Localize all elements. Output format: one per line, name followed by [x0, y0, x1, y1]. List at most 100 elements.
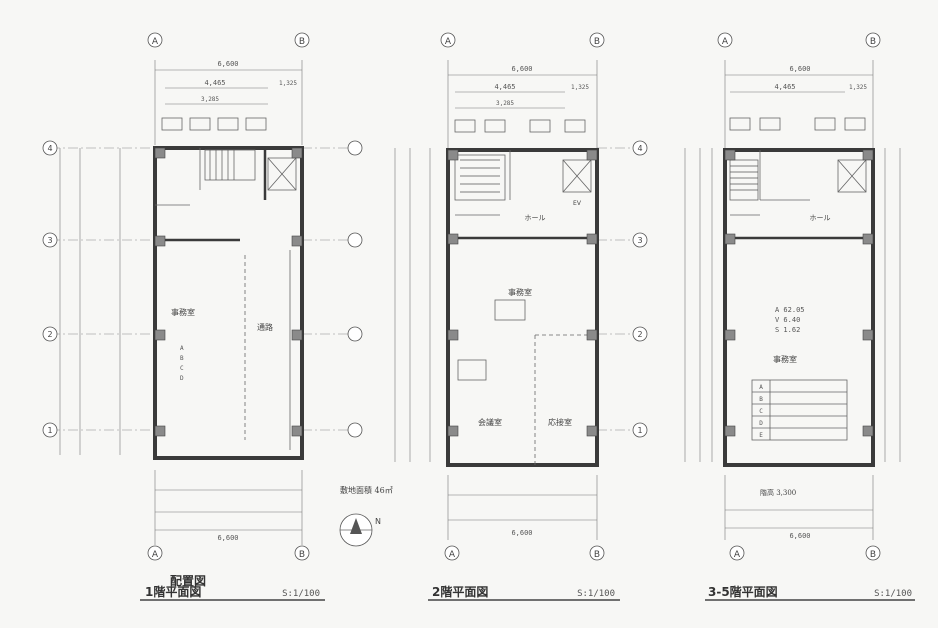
columns — [447, 149, 598, 437]
room-label-office: 事務室 — [508, 287, 532, 297]
room-values: A B C D — [180, 345, 184, 382]
grid-label: A — [722, 37, 729, 47]
hall-label: ホール — [810, 214, 831, 222]
top-dimensions: 6,600 4,465 1,325 — [724, 60, 874, 148]
room-label-office: 事務室 — [171, 307, 195, 317]
room-label-meeting: 会議室 — [478, 417, 502, 427]
title-plate-floor1: 1階平面図 S:1/100 — [140, 584, 325, 601]
plan-scale: S:1/100 — [577, 589, 615, 599]
grid-bubbles-right — [302, 140, 363, 438]
grid-bubble-bottom-b: B — [589, 545, 605, 561]
plan-subtitle: 配置図 — [170, 573, 206, 588]
dim-overall: 6,600 — [217, 60, 238, 68]
walls — [723, 148, 875, 467]
grid-label: A — [152, 37, 159, 47]
grid-label: 2 — [47, 330, 52, 339]
dim-value: 4,465 — [204, 79, 225, 87]
plan-title: 1階平面図 — [145, 584, 201, 599]
table-row-label: E — [759, 432, 763, 439]
grid-label: 1 — [47, 426, 52, 435]
top-dimensions: 6,600 4,465 1,325 3,285 — [447, 60, 598, 148]
table-row-label: C — [759, 408, 763, 415]
grid-label: B — [299, 550, 305, 560]
grid-label: 3 — [47, 236, 52, 245]
walls — [446, 148, 599, 467]
dim-overall: 6,600 — [217, 534, 238, 542]
side-dimensions — [50, 147, 155, 455]
grid-bubble-bottom-b: B — [294, 545, 310, 561]
bottom-dimensions: 6,600 — [154, 470, 303, 545]
grid-label: 2 — [637, 330, 642, 339]
bottom-dimensions: 6,600 — [724, 475, 874, 540]
grid-bubble-bottom-b: B — [865, 545, 881, 561]
dim-value: 1,325 — [279, 80, 297, 87]
bottom-dimensions: 6,600 — [447, 475, 598, 540]
grid-label: A — [734, 550, 741, 560]
dim-overall: 6,600 — [511, 65, 532, 73]
grid-label: B — [870, 550, 876, 560]
grid-bubble-top-b: B — [589, 32, 605, 48]
dim-overall: 6,600 — [511, 529, 532, 537]
top-dimensions: 6,600 4,465 1,325 3,285 — [154, 60, 303, 145]
plan-title: 2階平面図 — [432, 584, 488, 599]
schedule-table: A B C D E — [751, 379, 848, 441]
room-value: D — [180, 375, 184, 382]
side-dimensions — [684, 148, 901, 462]
stair-core — [204, 149, 297, 191]
room-value: S 1.62 — [775, 326, 800, 334]
stair-core — [729, 159, 867, 201]
plan-title: 3-5階平面図 — [708, 584, 778, 599]
room-value: V 6.40 — [775, 316, 800, 324]
grid-bubbles-right: 4 3 2 1 — [632, 140, 648, 438]
dim-value: 3,285 — [201, 96, 219, 103]
north-arrow-icon: N — [339, 513, 381, 547]
dim-overall: 6,600 — [789, 532, 810, 540]
side-dimensions — [394, 147, 640, 462]
walls — [153, 146, 304, 460]
grid-label: B — [594, 550, 600, 560]
dim-value: 4,465 — [494, 83, 515, 91]
grid-label: 4 — [47, 144, 52, 153]
room-label-corridor: 通路 — [257, 322, 273, 332]
plan-scale: S:1/100 — [874, 589, 912, 599]
dim-value: 1,325 — [571, 84, 589, 91]
grid-bubble-top-a: A — [440, 32, 456, 48]
dim-value: 3,285 — [496, 100, 514, 107]
dim-overall: 6,600 — [789, 65, 810, 73]
plan-floor1: A B 6,600 4,465 1,325 3,285 — [42, 32, 393, 601]
title-plate-floor3-5: 3-5階平面図 S:1/100 — [705, 584, 915, 601]
grid-label: B — [299, 37, 305, 47]
grid-bubble-top-b: B — [294, 32, 310, 48]
grid-label: 3 — [637, 236, 642, 245]
room-value: B — [180, 355, 184, 362]
grid-label: B — [870, 37, 876, 47]
plan-floor2: A B 6,600 4,465 1,325 3,285 — [394, 32, 648, 601]
grid-bubble-bottom-a: A — [147, 545, 163, 561]
grid-bubbles-left: 4 3 2 1 — [42, 140, 58, 438]
floor-height-note: 階高 3,300 — [760, 488, 796, 497]
grid-bubble-top-a: A — [147, 32, 163, 48]
stair-core: EV — [454, 154, 592, 207]
grid-bubble-top-b: B — [865, 32, 881, 48]
north-label: N — [375, 517, 381, 526]
room-values: A 62.05 V 6.40 S 1.62 — [775, 306, 805, 334]
table-row-label: B — [759, 396, 763, 403]
room-value: A 62.05 — [775, 306, 805, 314]
room-value: C — [180, 365, 184, 372]
room-label-reception: 応接室 — [548, 417, 572, 427]
grid-bubble-bottom-a: A — [729, 545, 745, 561]
grid-label: 1 — [637, 426, 642, 435]
grid-bubble-bottom-a: A — [444, 545, 460, 561]
hall-label: ホール — [525, 214, 546, 222]
grid-label: B — [594, 37, 600, 47]
grid-bubble-top-a: A — [717, 32, 733, 48]
furniture — [457, 299, 526, 381]
grid-label: A — [445, 37, 452, 47]
dim-value: 4,465 — [774, 83, 795, 91]
site-area-note: 敷地面積 46㎡ — [340, 485, 393, 495]
table-row-label: D — [759, 420, 763, 427]
ev-label: EV — [573, 200, 582, 207]
room-value: A — [180, 345, 184, 352]
columns — [154, 147, 303, 437]
